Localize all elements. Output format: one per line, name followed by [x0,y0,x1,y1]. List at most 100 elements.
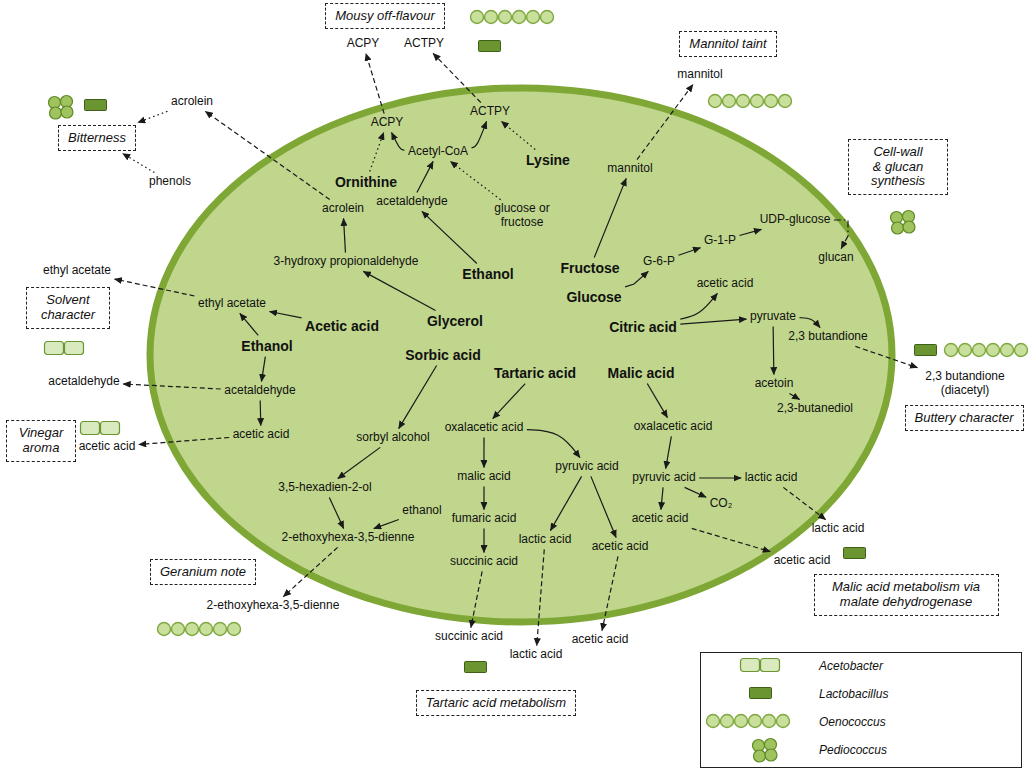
pathway-arrow [205,111,329,199]
node-text: mannitol [607,162,652,176]
metabolite-label: 2-ethoxyhexa-3,5-dienne [206,599,341,613]
pathway-arrow [370,132,384,171]
pathway-arrow [661,487,663,509]
node-text: Solvent character [36,293,100,323]
node-text: Malic acid metabolism via malate dehydro… [824,580,989,610]
metabolite-label: malic acid [456,470,511,484]
node-text: oxalacetic acid [634,420,713,434]
node-text: CO₂ [710,497,733,511]
substrate-label: Acetic acid [304,318,380,334]
metabolite-label: acetoin [754,377,795,391]
node-text: 3,5-hexadien-2-ol [278,481,371,495]
node-text: acetaldehyde [376,195,447,209]
metabolite-label: acrolein [170,95,214,109]
lactobacillus-icon [915,345,937,356]
pathway-arrow [115,279,195,296]
node-text: Lysine [526,152,570,168]
pathway-arrow [138,111,168,122]
node-text: Mousy off-flavour [335,9,435,24]
node-text: mannitol [677,68,722,82]
node-text: Fructose [560,260,619,276]
pathway-arrow [680,293,717,319]
node-text: ACPY [347,37,380,51]
node-text: sorbyl alcohol [356,431,429,445]
callout-box: Solvent character [26,287,110,329]
pathway-arrow [692,528,770,551]
pathway-arrow [392,132,405,150]
pathway-arrow [472,121,487,147]
node-text: glucan [818,251,853,265]
metabolite-label: succinic acid [449,555,519,569]
node-text: glucose or fructose [491,202,553,230]
node-text: 2-ethoxyhexa-3,5-dienne [282,531,415,545]
node-text: lactic acid [812,522,865,536]
legend-text: Acetobacter [819,659,883,673]
node-text: Ethanol [462,266,513,282]
node-text: lactic acid [510,648,563,662]
metabolite-label: mannitol [606,162,653,176]
node-text: fumaric acid [452,512,517,526]
substrate-label: Ethanol [240,338,293,354]
node-text: acetaldehyde [48,375,119,389]
node-text: Citric acid [609,319,677,335]
node-text: oxalacetic acid [445,421,524,435]
metabolite-label: acetic acid [696,277,755,291]
lactobacillus-legend-icon [750,688,772,699]
metabolite-label: fumaric acid [451,512,518,526]
node-text: pyruvic acid [632,471,695,485]
metabolite-label: ethyl acetate [197,297,267,311]
metabolite-label: acrolein [321,202,365,216]
metabolite-label: 2-ethoxyhexa-3,5-dienne [281,531,416,545]
metabolite-label: phenols [148,175,192,189]
pathway-arrow [483,437,484,467]
substrate-label: Glucose [565,289,622,305]
metabolite-label: acetic acid [631,512,690,526]
substrate-label: Tartaric acid [493,365,577,381]
node-text: succinic acid [450,555,518,569]
pathway-arrow [422,211,477,263]
node-text: UDP-glucose [760,213,831,227]
node-text: acetic acid [572,633,629,647]
legend-box: AcetobacterLactobacillusOenococcusPedioc… [700,652,1022,768]
metabolite-label: lactic acid [509,648,564,662]
pathway-arrow [283,547,337,596]
metabolite-label: ethanol [401,504,442,518]
node-text: Malic acid [608,365,675,381]
callout-box: Bitterness [58,125,136,152]
pathway-arrow [363,271,435,310]
node-text: 2-ethoxyhexa-3,5-dienne [207,599,340,613]
metabolite-label: sorbyl alcohol [355,431,430,445]
callout-box: Cell-wall & glucan synthesis [848,139,948,196]
metabolite-label: acetic acid [78,440,137,454]
pathway-arrow [261,357,265,382]
oenococcus-icon [158,623,241,636]
pathway-arrow [527,430,580,458]
acetobacter-icon [81,422,120,435]
node-text: succinic acid [435,630,503,644]
pathway-arrow [399,366,437,429]
legend-text: Pediococcus [819,743,887,757]
callout-box: Mousy off-flavour [325,3,445,30]
metabolite-label: G-1-P [703,234,737,248]
pathway-arrow [680,319,746,324]
pathway-arrow [338,447,380,478]
pathway-arrow [433,53,481,102]
node-text: acetoin [755,377,794,391]
node-text: Acetyl-CoA [408,145,468,159]
node-text: lactic acid [745,471,798,485]
node-text: Cell-wall & glucan synthesis [858,145,938,190]
oenococcus-icon [709,95,792,108]
metabolite-label: acetic acid [773,554,832,568]
node-text: acetic acid [592,540,649,554]
metabolite-label: ACTPY [469,105,511,119]
pathway-arrow [594,178,626,257]
pathway-arrow [783,487,825,519]
pathway-arrow [834,220,848,249]
node-text: Acetic acid [305,318,379,334]
node-text: lactic acid [519,533,572,547]
metabolite-label: acetic acid [591,540,650,554]
metabolite-label: oxalacetic acid [633,420,714,434]
metabolite-label: succinic acid [434,630,504,644]
node-text: acrolein [171,95,213,109]
pathway-arrow [537,549,545,645]
